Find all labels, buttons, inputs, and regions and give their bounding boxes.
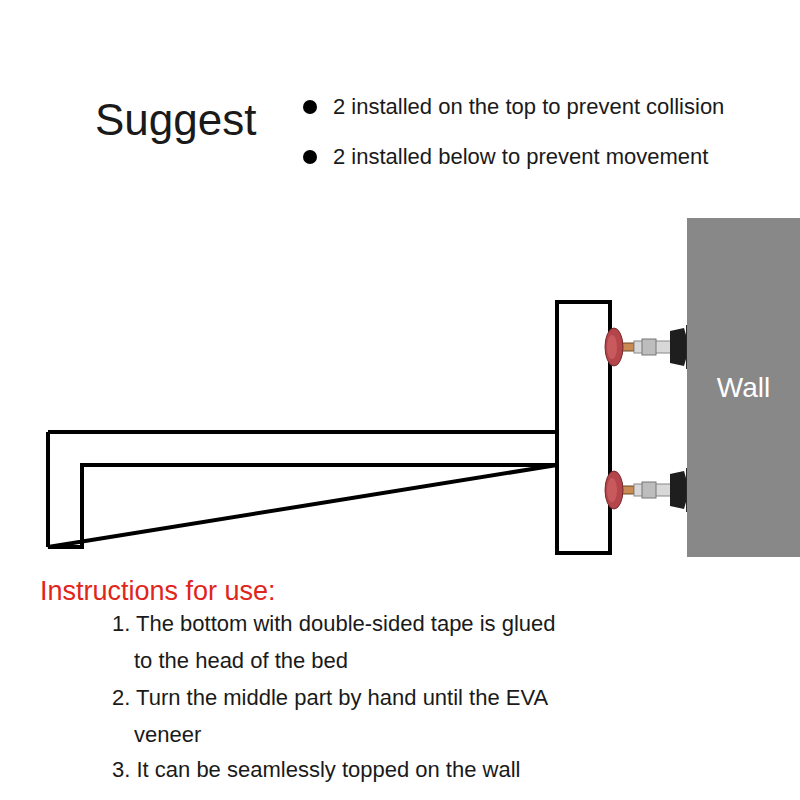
headboard (557, 302, 610, 553)
wall-label: Wall (717, 372, 770, 404)
instruction-step: 1. The bottom with double-sided tape is … (112, 605, 564, 679)
wall-bumper (605, 325, 691, 369)
instruction-step: 3. It can be seamlessly topped on the wa… (112, 751, 564, 788)
suggest-item: 2 installed on the top to prevent collis… (333, 93, 724, 121)
bullet-dot (303, 100, 317, 114)
bed-leg (46, 432, 50, 547)
instruction-step: 2. Turn the middle part by hand until th… (112, 679, 564, 753)
heading: Suggest (95, 94, 256, 146)
bed-frame (48, 432, 557, 547)
wall-bumper (605, 468, 691, 512)
wall-block: Wall (687, 218, 800, 557)
bullet-dot (303, 150, 317, 164)
instructions-heading: Instructions for use: (40, 574, 276, 608)
suggest-item: 2 installed below to prevent movement (333, 143, 708, 171)
